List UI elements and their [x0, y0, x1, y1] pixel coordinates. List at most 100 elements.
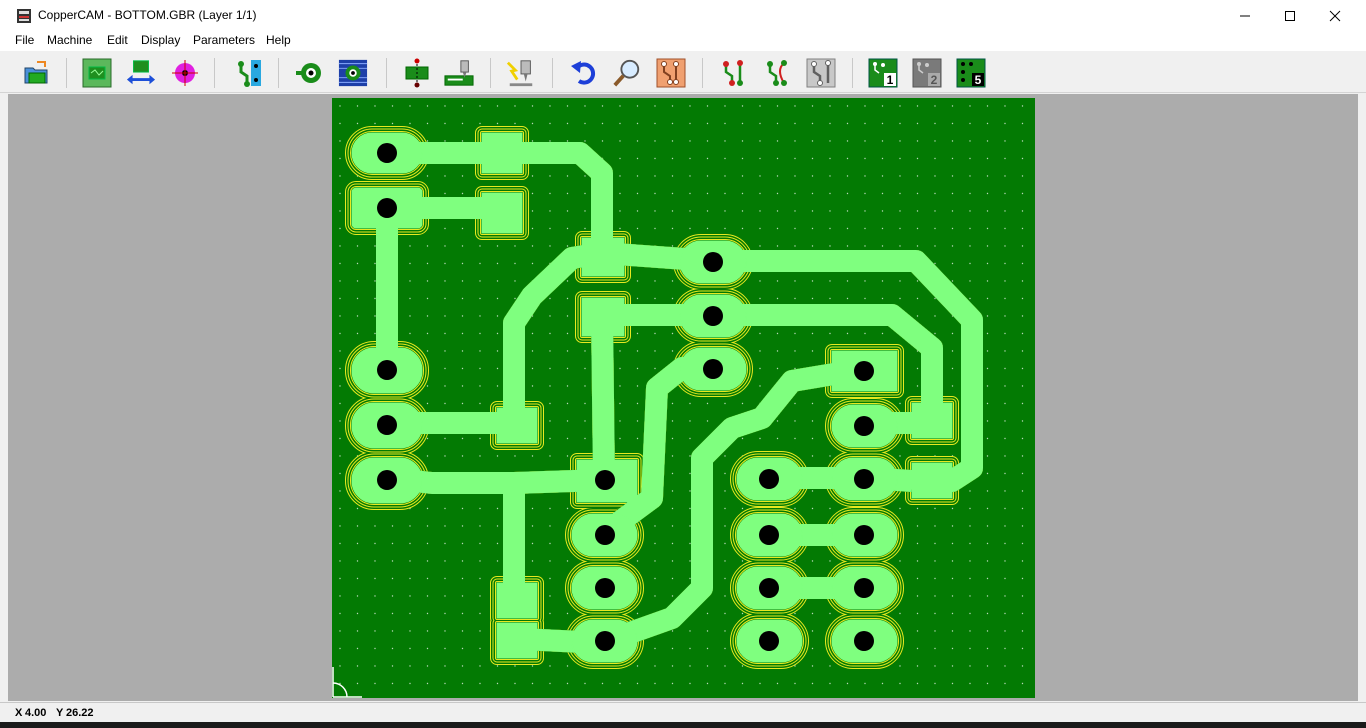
drill-hole — [759, 525, 779, 545]
drill-hole — [854, 469, 874, 489]
route-green-button[interactable] — [762, 58, 792, 88]
title-separator: - — [104, 8, 115, 22]
single-contour-icon — [296, 63, 321, 83]
drill-pad-button[interactable] — [170, 58, 200, 88]
drill-hole — [595, 578, 615, 598]
route-green-icon — [767, 60, 787, 86]
tracks-icon — [238, 60, 261, 87]
toolbar-separator — [490, 58, 491, 88]
route-grey-icon — [806, 58, 836, 88]
y-coordinate-label: Y — [56, 707, 64, 719]
route-grey-button[interactable] — [806, 58, 836, 88]
pcb-view-button[interactable] — [656, 58, 686, 88]
toolbar-separator — [214, 58, 215, 88]
menu-help[interactable]: Help — [266, 33, 291, 47]
undo-button[interactable] — [569, 58, 599, 88]
single-contour-button[interactable] — [295, 58, 325, 88]
status-bar: X 4.00 Y 26.22 — [0, 702, 1366, 723]
layer-1-button[interactable]: 1 — [868, 58, 898, 88]
drill-hole — [595, 631, 615, 651]
drill-hole — [703, 359, 723, 379]
engrave-tool-icon — [444, 60, 474, 86]
coppercam-app-icon — [17, 9, 31, 23]
menu-display[interactable]: Display — [141, 33, 181, 47]
menu-edit[interactable]: Edit — [107, 33, 128, 47]
drill-hole — [595, 525, 615, 545]
drill-hole — [377, 198, 397, 218]
route-red-button[interactable] — [718, 58, 748, 88]
title-bar: CopperCAM - BOTTOM.GBR (Layer 1/1) — [0, 0, 1366, 31]
tracks-button[interactable] — [233, 58, 263, 88]
pcb-view-icon — [656, 58, 686, 88]
multiple-contours-icon — [338, 59, 368, 87]
layer-2-icon: 2 — [912, 58, 942, 88]
drill-hole — [377, 415, 397, 435]
menu-machine[interactable]: Machine — [47, 33, 93, 47]
drill-hole — [759, 469, 779, 489]
spark-mill-button[interactable] — [506, 58, 536, 88]
route-red-icon — [723, 60, 743, 86]
window-title: CopperCAM - BOTTOM.GBR (Layer 1/1) — [38, 8, 257, 22]
drill-hole — [703, 252, 723, 272]
drill-hole — [377, 470, 397, 490]
menu-file[interactable]: File — [15, 33, 35, 47]
drill-hole — [854, 631, 874, 651]
close-button[interactable] — [1312, 0, 1358, 31]
toolbar-separator — [552, 58, 553, 88]
origin-marker — [332, 667, 362, 698]
drill-hole — [377, 360, 397, 380]
x-coordinate-label: X — [15, 707, 23, 719]
toolbar-separator — [386, 58, 387, 88]
pcb-board-canvas[interactable] — [332, 98, 1035, 698]
layer-info: (Layer 1/1) — [198, 8, 257, 22]
spark-mill-icon — [506, 60, 533, 87]
layer-1-badge: 1 — [887, 73, 894, 87]
board-layer-icon — [82, 58, 112, 88]
multiple-contours-button[interactable] — [338, 58, 368, 88]
drill-hole — [759, 631, 779, 651]
layer-5-icon: 5 — [956, 58, 986, 88]
open-file-icon — [24, 61, 48, 84]
drill-hole — [377, 143, 397, 163]
x-coordinate-value: 4.00 — [25, 707, 47, 719]
toolbar-separator — [702, 58, 703, 88]
zoom-icon — [613, 59, 640, 87]
layer-1-icon: 1 — [868, 58, 898, 88]
app-name: CopperCAM — [38, 8, 105, 22]
open-file-button[interactable] — [22, 58, 52, 88]
drill-hole — [854, 416, 874, 436]
drill-hole — [854, 525, 874, 545]
layer-5-badge: 5 — [975, 73, 982, 87]
toolbar-separator — [852, 58, 853, 88]
layer-2-badge: 2 — [931, 73, 938, 87]
toolbar-separator — [66, 58, 67, 88]
drill-hole-button[interactable] — [402, 58, 432, 88]
drill-hole-icon — [405, 58, 429, 88]
drill-hole — [759, 578, 779, 598]
toolbar: 1 2 5 — [0, 52, 1366, 93]
board-layer-button[interactable] — [82, 58, 112, 88]
y-coordinate-value: 26.22 — [66, 707, 94, 719]
minimize-button[interactable] — [1222, 0, 1268, 31]
engrave-tool-button[interactable] — [444, 58, 474, 88]
minimize-icon — [1240, 15, 1250, 16]
maximize-button[interactable] — [1267, 0, 1313, 31]
file-name: BOTTOM.GBR — [114, 8, 196, 22]
toolbar-separator — [278, 58, 279, 88]
maximize-icon — [1285, 10, 1295, 21]
close-icon — [1329, 10, 1341, 21]
drill-hole — [854, 361, 874, 381]
drill-hole — [854, 578, 874, 598]
menu-parameters[interactable]: Parameters — [193, 33, 256, 47]
drill-pad-icon — [172, 60, 198, 86]
layer-5-button[interactable]: 5 — [956, 58, 986, 88]
undo-icon — [571, 61, 596, 85]
mirror-board-button[interactable] — [126, 58, 156, 88]
layer-2-button[interactable]: 2 — [912, 58, 942, 88]
menu-bar: File Machine Edit Display Parameters Hel… — [0, 31, 1366, 51]
zoom-button[interactable] — [612, 58, 642, 88]
drill-hole — [595, 470, 615, 490]
window-bottom-edge — [0, 722, 1366, 728]
mirror-board-icon — [126, 60, 156, 85]
